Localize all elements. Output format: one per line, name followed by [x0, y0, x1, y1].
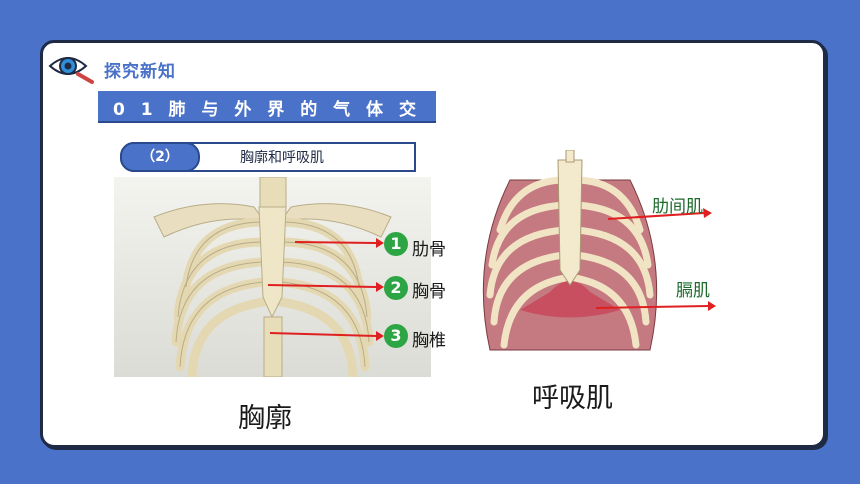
label-rib: 肋骨	[412, 240, 446, 260]
label-badge-2: 2	[384, 276, 408, 300]
eye-magnifier-icon	[48, 57, 94, 84]
subsection-title: 胸廓和呼吸肌	[240, 150, 324, 166]
subsection-number: （2）	[120, 142, 200, 172]
label-thoracic-vertebra: 胸椎	[412, 331, 446, 351]
left-caption: 胸廓	[238, 403, 292, 434]
right-caption: 呼吸肌	[532, 383, 613, 414]
label-intercostal: 肋间肌	[652, 197, 703, 217]
section-title-bar: 0 1 肺 与 外 界 的 气 体 交 换	[98, 91, 436, 145]
label-badge-1: 1	[384, 232, 408, 256]
thorax-illustration	[114, 177, 431, 377]
header-title: 探究新知	[104, 62, 176, 82]
label-diaphragm: 膈肌	[676, 281, 710, 301]
subsection-header: （2） 胸廓和呼吸肌	[120, 142, 416, 172]
thorax-drawing	[114, 177, 431, 377]
label-sternum: 胸骨	[412, 282, 446, 302]
section-title: 0 1 肺 与 外 界 的 气 体 交 换	[113, 100, 421, 145]
label-badge-3: 3	[384, 324, 408, 348]
